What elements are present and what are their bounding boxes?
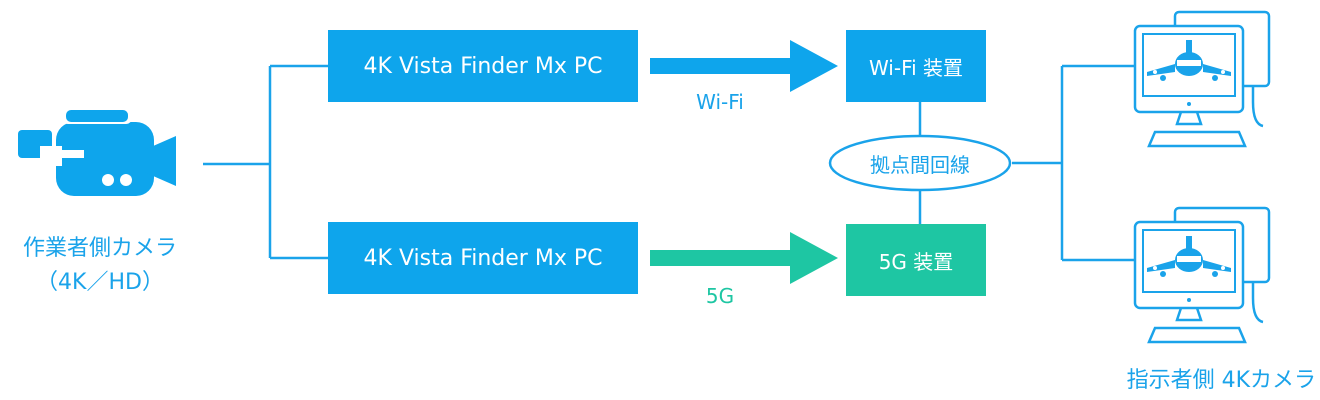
wifi-device-box bbox=[846, 30, 986, 102]
pc-bottom-label: 4K Vista Finder Mx PC bbox=[363, 245, 603, 271]
wifi-device-label: Wi-Fi 装置 bbox=[868, 55, 964, 80]
pc-bottom-box bbox=[328, 222, 638, 294]
pc-top-box bbox=[328, 30, 638, 102]
5g-device-label: 5G 装置 bbox=[878, 249, 954, 274]
camera-label-line1: 作業者側カメラ bbox=[22, 236, 177, 261]
connection-lines bbox=[203, 64, 1135, 262]
pc-top-label: 4K Vista Finder Mx PC bbox=[363, 53, 603, 79]
remote-label: 指示者側 4Kカメラ bbox=[1126, 368, 1316, 393]
wifi-arrow bbox=[650, 40, 838, 92]
5g-device-box bbox=[846, 224, 986, 296]
5g-link-label: 5G bbox=[705, 284, 735, 308]
camera-label-line2: （4K／HD） bbox=[36, 270, 164, 295]
5g-arrow bbox=[650, 232, 838, 284]
monitor-airplane-icon bbox=[1133, 10, 1271, 148]
video-camera-icon bbox=[18, 108, 176, 196]
hub-ellipse bbox=[828, 134, 1012, 192]
wifi-link-label: Wi-Fi bbox=[696, 90, 744, 114]
monitor-airplane-icon bbox=[1133, 206, 1271, 344]
hub-label: 拠点間回線 bbox=[870, 153, 970, 177]
